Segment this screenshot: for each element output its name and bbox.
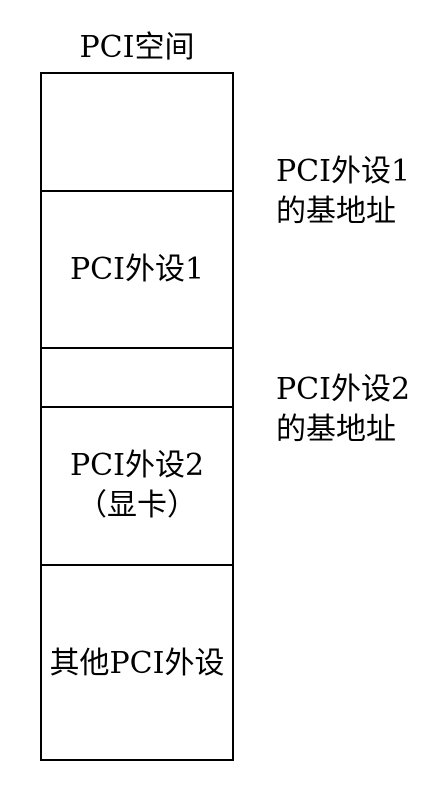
label-line-2: 的基地址 xyxy=(276,412,396,447)
region-other-pci-devices: 其他PCI外设 xyxy=(49,645,225,681)
pci-space-title: PCI空间 xyxy=(79,30,195,65)
pci-device-1-base-address-label: PCI外设1 的基地址 xyxy=(276,152,426,232)
region-gap xyxy=(42,349,232,408)
region-pci-device-1: PCI外设1 xyxy=(42,192,232,349)
label-line-1: PCI外设1 xyxy=(276,154,411,189)
pci-memory-map: PCI外设1 PCI外设2 （显卡） 其他PCI外设 xyxy=(40,72,234,761)
label-line-1: PCI外设2 xyxy=(276,372,411,407)
pci-device-2-base-address-label: PCI外设2 的基地址 xyxy=(276,370,426,450)
region-unallocated-top xyxy=(42,74,232,192)
label-line-2: 的基地址 xyxy=(276,194,396,229)
region-pci-device-2-graphics-card: PCI外设2 （显卡） xyxy=(42,408,232,566)
